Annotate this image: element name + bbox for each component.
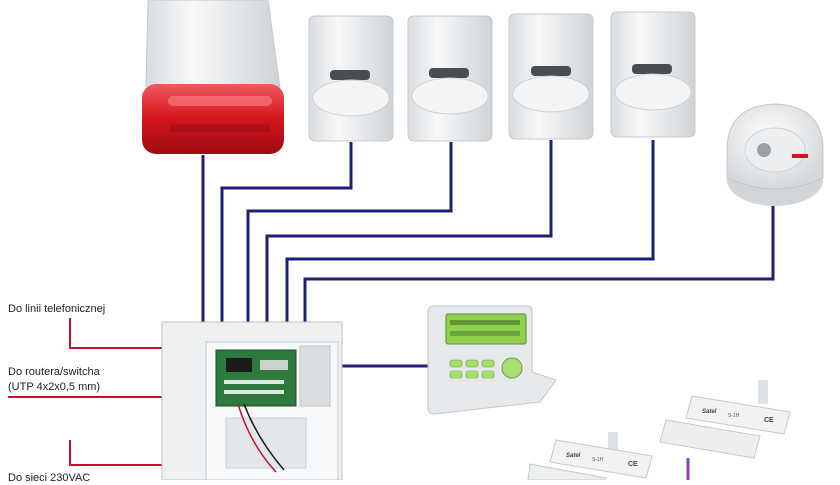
mains-line bbox=[69, 440, 162, 466]
mains-line-label: Do sieci 230VAC bbox=[8, 472, 91, 484]
router-cable-spec-label: (UTP 4x2x0,5 mm) bbox=[8, 381, 101, 393]
control-panel bbox=[161, 321, 343, 480]
lcd-keypad bbox=[427, 305, 557, 415]
detector-2-wire bbox=[246, 142, 453, 322]
smoke-detector-wire bbox=[303, 206, 775, 340]
detector-3-wire bbox=[265, 140, 553, 322]
smoke-detector bbox=[726, 103, 824, 206]
contact-right-brand: Satel bbox=[702, 409, 717, 415]
bus-wires bbox=[201, 140, 775, 368]
pir-detector-1 bbox=[308, 15, 394, 142]
contact-left-brand: Satel bbox=[566, 453, 581, 459]
router-line-label: Do routera/switcha bbox=[8, 366, 100, 378]
pir-detector-2 bbox=[407, 15, 493, 142]
pir-detector-3 bbox=[508, 13, 594, 140]
detector-4-wire bbox=[285, 140, 655, 322]
contact-right-model: S-1H bbox=[728, 413, 740, 419]
contact-left-mark: CE bbox=[628, 461, 638, 468]
magnetic-contact-left: Satel S-1H CE bbox=[527, 432, 653, 480]
detector-1-wire bbox=[220, 142, 353, 322]
contact-right-mark: CE bbox=[764, 417, 774, 424]
external-lines bbox=[8, 318, 162, 466]
magnetic-contact-right: Satel S-1H CE bbox=[659, 380, 791, 480]
contact-left-model: S-1H bbox=[592, 457, 604, 463]
outdoor-siren bbox=[142, 0, 284, 154]
pir-detector-4 bbox=[610, 11, 696, 138]
phone-line bbox=[69, 318, 162, 349]
phone-line-label: Do linii telefonicznej bbox=[8, 303, 106, 315]
